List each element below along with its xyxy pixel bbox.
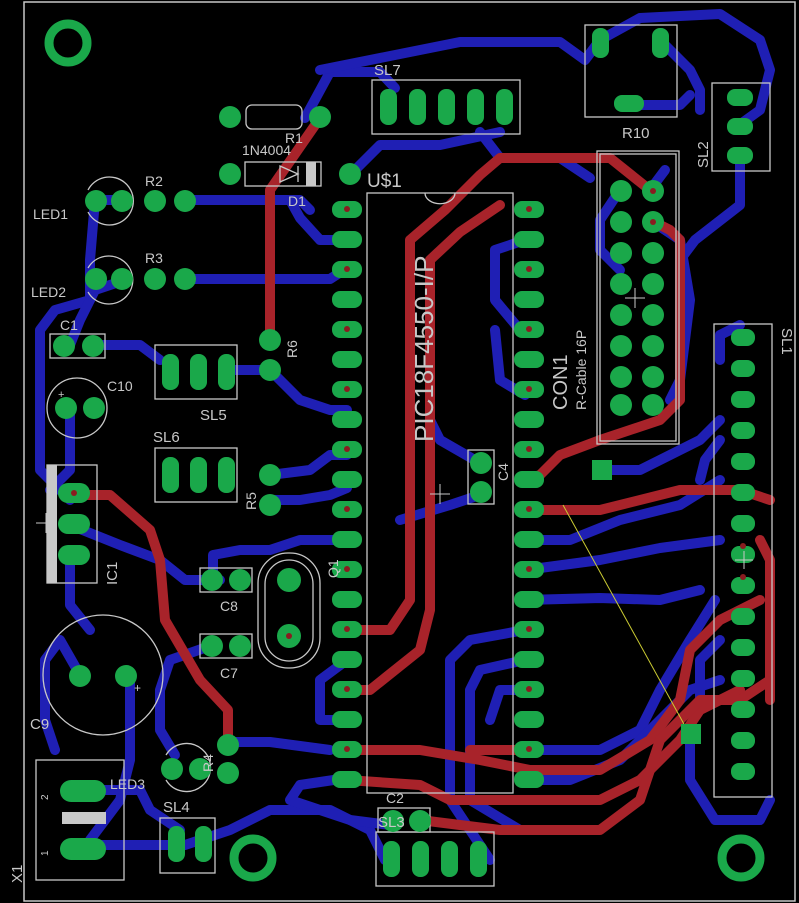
silkscreen-text: SL7 R1 1N4004 D1 U$1 R2 R3 LED1 LED2 C1 …	[9, 62, 795, 883]
label-x1-pin1: 1	[40, 850, 51, 856]
sl3-outline	[375, 831, 495, 887]
label-ic1: IC1	[104, 562, 121, 585]
label-r5: R5	[243, 492, 259, 510]
label-r6: R6	[284, 340, 300, 358]
label-c7: C7	[220, 665, 238, 681]
x1-outline	[35, 759, 125, 881]
sl1-pads	[731, 329, 755, 780]
pic-right-pads	[514, 201, 544, 788]
label-u1: U$1	[367, 171, 402, 192]
label-led2: LED2	[31, 284, 66, 300]
label-rcable: R-Cable 16P	[573, 330, 589, 410]
q1-outline	[257, 552, 321, 669]
c4-outline	[467, 449, 495, 505]
label-pic: PIC18F4550-I/P	[409, 256, 439, 442]
mounting-holes	[44, 19, 765, 882]
label-led3: LED3	[110, 776, 145, 792]
label-c9: C9	[30, 716, 49, 733]
label-d1: D1	[288, 193, 306, 209]
c8-outline	[199, 567, 253, 593]
label-sl7: SL7	[374, 62, 401, 79]
r10-outline	[584, 24, 678, 118]
label-r1: R1	[285, 130, 303, 146]
label-sl6: SL6	[153, 429, 180, 446]
silkscreen-layer	[35, 24, 773, 887]
origin-markers	[36, 288, 753, 569]
label-1n4004: 1N4004	[242, 142, 291, 158]
label-x1: X1	[9, 865, 26, 883]
sl4-outline	[159, 817, 216, 874]
label-sl1: SL1	[778, 328, 795, 355]
mounting-hole-tl	[44, 19, 92, 67]
label-c10: C10	[107, 378, 133, 394]
label-q1: Q1	[325, 559, 341, 578]
c1-outline	[49, 333, 106, 359]
label-c4: C4	[495, 463, 511, 481]
label-sl4: SL4	[163, 799, 190, 816]
con1-outline	[596, 150, 680, 445]
sl2-outline	[711, 82, 771, 172]
sl6-outline	[154, 447, 238, 503]
label-c2: C2	[386, 790, 404, 806]
label-con1: CON1	[550, 354, 572, 410]
label-r4: R4	[200, 754, 216, 772]
label-led1: LED1	[33, 206, 68, 222]
airwire	[562, 504, 691, 736]
label-r2: R2	[145, 173, 163, 189]
sl1-outline	[713, 323, 773, 798]
label-sl3: SL3	[378, 814, 405, 831]
drill-holes	[71, 188, 746, 752]
top-copper-layer	[65, 113, 775, 835]
label-c1: C1	[60, 317, 78, 333]
label-c9-plus: +	[134, 681, 141, 695]
label-c8: C8	[220, 598, 238, 614]
c10-outline	[46, 377, 108, 439]
r1-outline	[245, 104, 303, 130]
sl5-outline	[154, 344, 238, 400]
label-r3: R3	[145, 250, 163, 266]
label-c10-plus: +	[58, 389, 64, 401]
label-sl2: SL2	[695, 141, 712, 168]
sl7-outline	[371, 79, 521, 135]
label-r10: R10	[622, 125, 650, 142]
c7-outline	[199, 633, 253, 659]
board-outline	[23, 1, 796, 902]
mounting-hole-br	[717, 834, 765, 882]
mounting-hole-bl	[229, 834, 277, 882]
label-sl5: SL5	[200, 407, 227, 424]
c9-outline	[42, 614, 164, 736]
pic-outline	[366, 192, 514, 794]
label-x1-pin2: 2	[40, 794, 51, 800]
d1-outline	[244, 161, 322, 187]
